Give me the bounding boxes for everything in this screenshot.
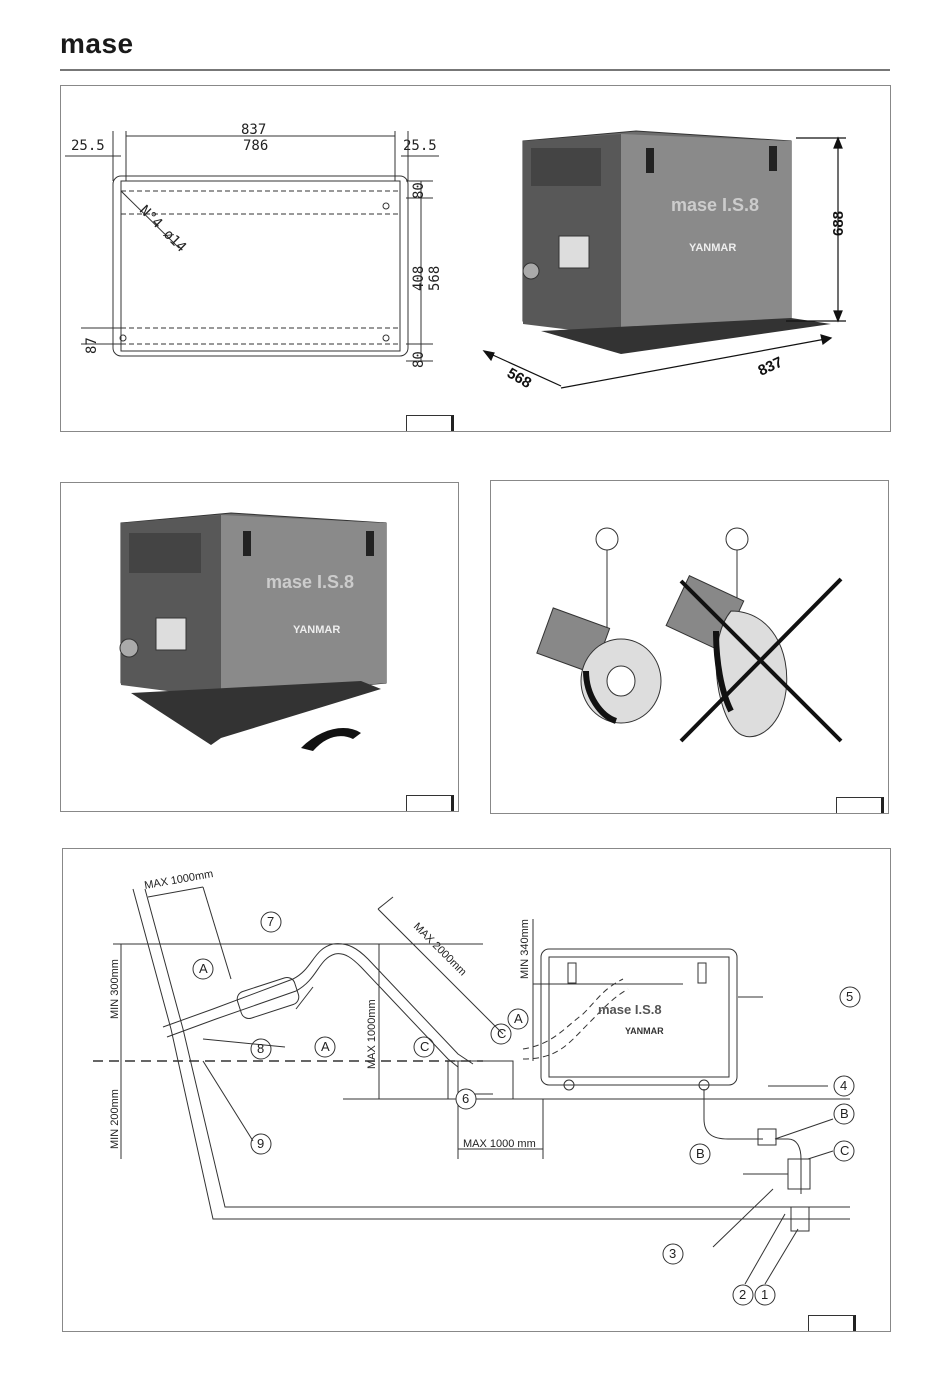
dim-edge-top: 80 (411, 182, 427, 199)
callout-8: 8 (257, 1041, 264, 1056)
label-min-340: MIN 340mm (519, 919, 531, 979)
figure-number-tag (406, 795, 454, 812)
label-min-300: MIN 300mm (109, 959, 121, 1019)
dim-foot: 87 (84, 337, 100, 354)
photo-dim-width: 837 (756, 354, 786, 380)
figure-dimensions: 837 786 25.5 25.5 N°4 ø14 408 568 80 80 … (60, 85, 891, 432)
install-photo: mase I.S.8 YANMAR (61, 483, 458, 811)
photo-brand-mark: mase I.S.8 (671, 195, 759, 215)
callout-C-right: C (840, 1143, 849, 1158)
label-max-1000-vert: MAX 1000mm (366, 999, 378, 1069)
holes-note: N°4 ø14 (136, 203, 189, 256)
photo-dim-height: 688 (830, 211, 847, 236)
generator-photo (523, 131, 831, 354)
callout-A-right: A (514, 1011, 523, 1026)
photo-dim-depth: 568 (504, 365, 534, 392)
header-rule (60, 69, 890, 71)
figure-number-tag (808, 1315, 856, 1332)
callout-3: 3 (669, 1246, 676, 1261)
dim-edge-bottom: 80 (411, 351, 427, 368)
figure-number-tag (406, 415, 454, 432)
dim-offset-right: 25.5 (403, 138, 437, 154)
label-max-2000: MAX 2000mm (411, 921, 469, 979)
callout-B-left: B (696, 1146, 705, 1161)
unit-brand-mark: mase I.S.8 (598, 1002, 662, 1017)
figure-thru-hull (490, 480, 889, 814)
callout-A-mid: A (321, 1039, 330, 1054)
callout-1: 1 (761, 1287, 768, 1302)
callout-A-left: A (199, 961, 208, 976)
install-engine-brand: YANMAR (293, 624, 340, 636)
thru-hull-correct (537, 608, 661, 723)
figure-installation-diagram: mase I.S.8 YANMAR MAX 1000mm MIN 300mm M… (62, 848, 891, 1332)
thru-hull-incorrect (666, 576, 841, 741)
callout-2: 2 (739, 1287, 746, 1302)
label-max-1000-bottom: MAX 1000 mm (463, 1138, 536, 1150)
callout-4: 4 (840, 1078, 847, 1093)
installation-diagram: mase I.S.8 YANMAR MAX 1000mm MIN 300mm M… (63, 849, 890, 1331)
photo-engine-brand: YANMAR (689, 242, 736, 254)
dim-overall-width: 837 (241, 122, 266, 138)
callout-6: 6 (462, 1091, 469, 1106)
callout-C-mid: C (497, 1026, 506, 1041)
dim-height-outer: 568 (427, 266, 443, 291)
figure-install: mase I.S.8 YANMAR (60, 482, 459, 812)
callout-9: 9 (257, 1136, 264, 1151)
callout-7: 7 (267, 914, 274, 929)
dim-offset-left: 25.5 (71, 138, 105, 154)
figure-number-tag (836, 797, 884, 814)
callout-5: 5 (846, 989, 853, 1004)
dim-height-inner: 408 (411, 266, 427, 291)
unit-engine-brand: YANMAR (625, 1026, 664, 1036)
brand-logo: mase (60, 28, 134, 60)
thru-hull-drawing (491, 481, 888, 813)
dimension-drawing: 837 786 25.5 25.5 N°4 ø14 408 568 80 80 … (61, 86, 890, 431)
install-brand-mark: mase I.S.8 (266, 572, 354, 592)
label-min-200: MIN 200mm (109, 1089, 121, 1149)
dim-inner-width: 786 (243, 138, 268, 154)
callout-C-left: C (420, 1039, 429, 1054)
callout-B-right: B (840, 1106, 849, 1121)
